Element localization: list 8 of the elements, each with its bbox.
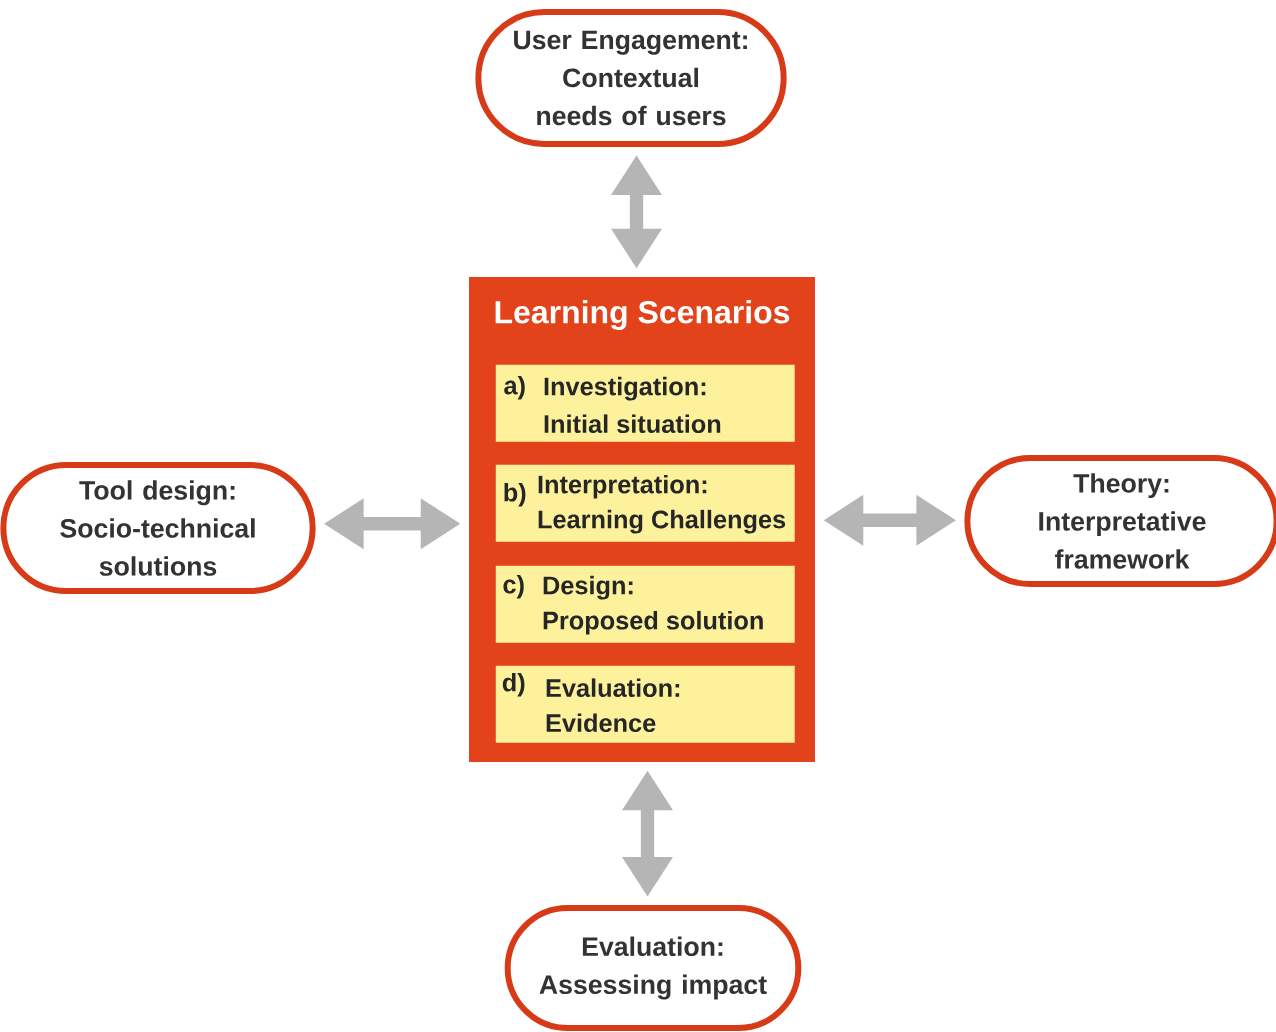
rounded-box: User Engagement: Contextual needs of users [475, 9, 787, 147]
step-box: d) Evaluation: Evidence [495, 665, 795, 743]
rounded-box: Tool design: Socio-technical solutions [0, 462, 316, 594]
step-box: b) Interpretation: Learning Challenges [495, 464, 795, 542]
rounded-box: Theory: Interpretative framework [964, 455, 1276, 587]
step-box: c) Design: Proposed solution [495, 565, 795, 643]
step-box: a) Investigation: Initial situation [495, 364, 795, 442]
rounded-box: Evaluation: Assessing impact [504, 905, 802, 1031]
